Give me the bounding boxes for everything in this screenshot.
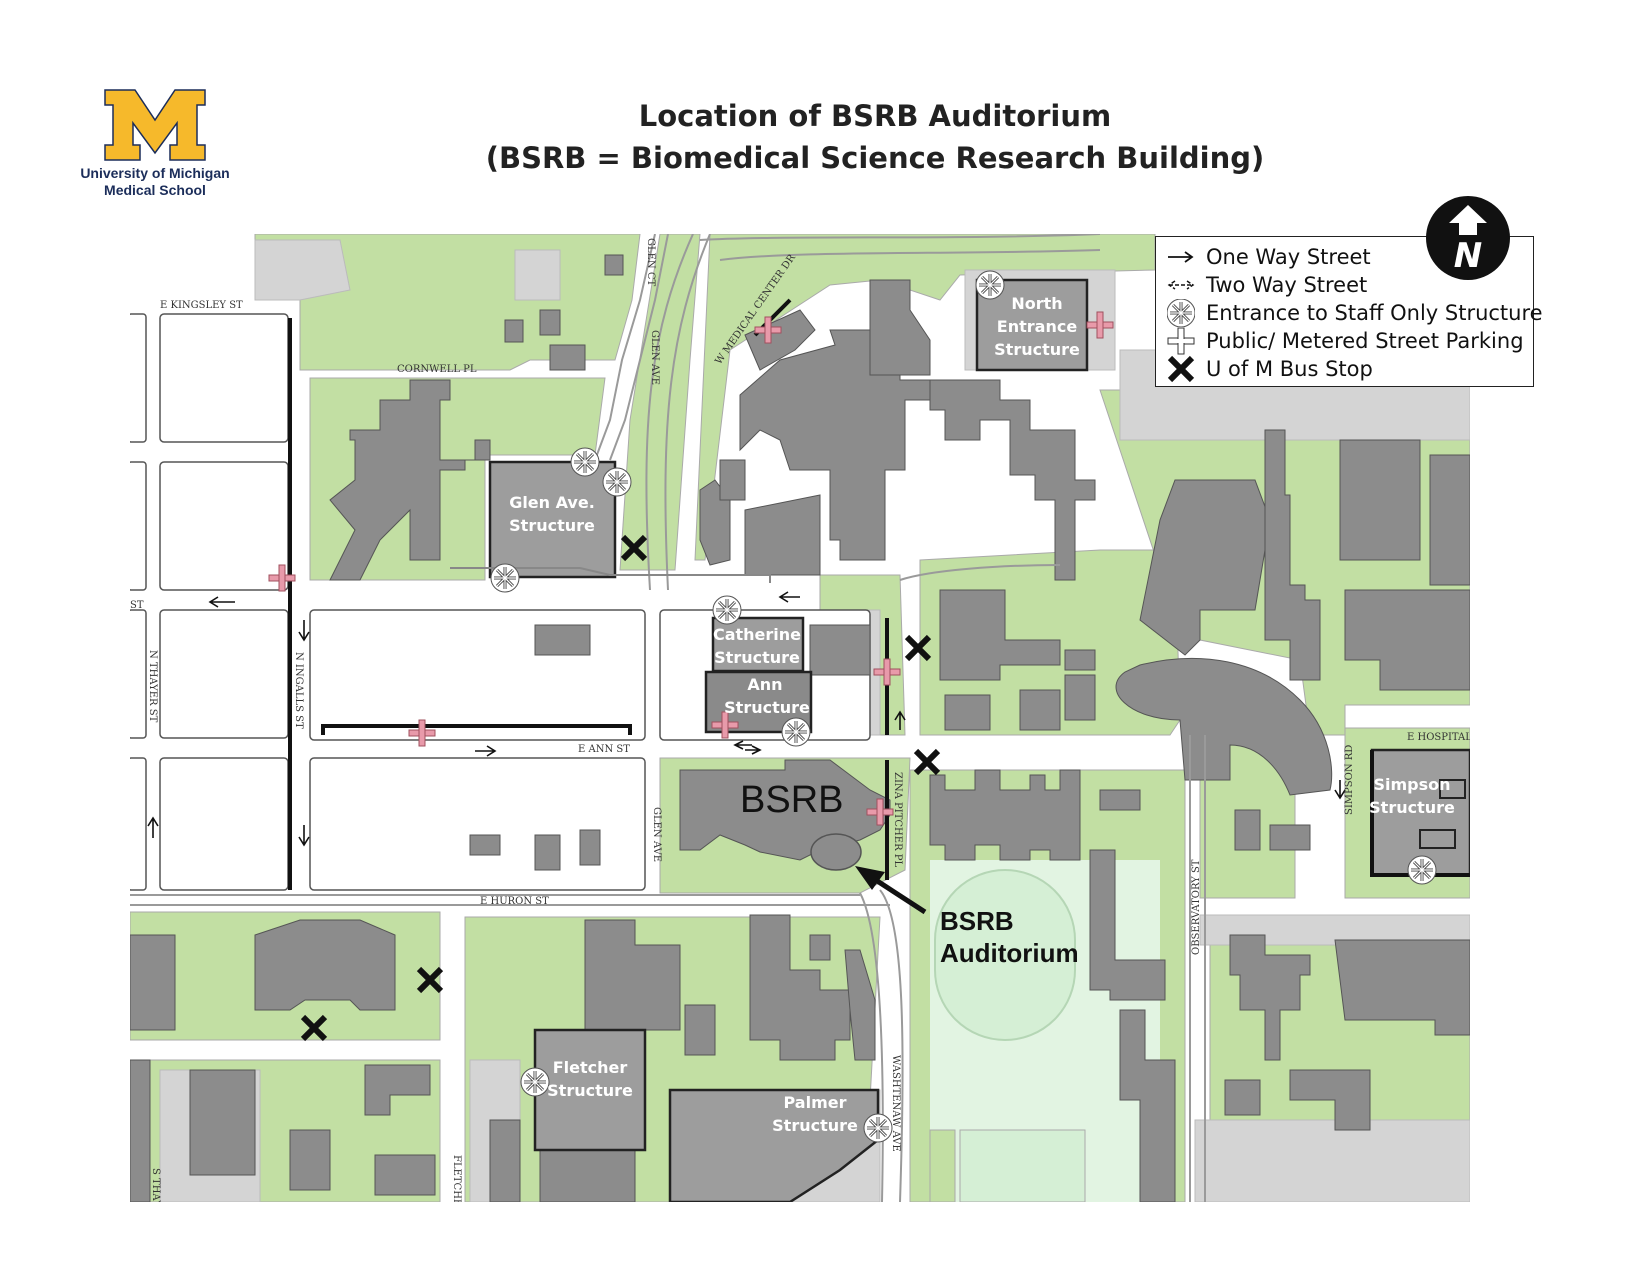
structure-labels: North Entrance Structure Glen Ave. Struc… [509,294,1455,1135]
buildings [130,254,1470,1202]
compass-label: N [1454,236,1482,276]
legend-item-bus-stop: U of M Bus Stop [1166,355,1373,383]
auditorium-label-1: BSRB [940,906,1014,936]
fletcher-label-2: Structure [547,1081,633,1100]
logo-line-1: University of Michigan [80,165,230,181]
street-label-zina: ZINA PITCHER PL [892,772,903,868]
staff-entrance-icon [1166,299,1196,327]
ann-label-1: Ann [747,675,782,694]
legend-item-staff-entrance: Entrance to Staff Only Structure [1166,299,1543,327]
catherine-structure [711,616,805,673]
legend-item-one-way: One Way Street [1166,243,1371,271]
logo-line-2: Medical School [104,182,206,198]
legend-label-bus-stop: U of M Bus Stop [1206,357,1373,381]
glen-ave-structure [488,460,617,579]
street-label-glen-ct: GLEN CT [645,238,656,287]
legend-label-staff-entrance: Entrance to Staff Only Structure [1206,301,1543,325]
street-label-ingalls: N INGALLS ST [293,652,304,729]
city-blocks [130,313,871,891]
direction-arrows [147,591,1346,847]
north-entrance-label-1: North [1011,294,1062,313]
parking-cross-icon [1166,327,1196,355]
street-label-thayer-n: N THAYER ST [147,650,158,723]
fletcher-label-1: Fletcher [553,1058,628,1077]
street-label-glen-ave-south: GLEN AVE [651,807,662,862]
street-label-huron: E HURON ST [480,896,549,907]
map-title: Location of BSRB Auditorium (BSRB = Biom… [440,95,1310,179]
street-label-thayer-s: S THAY [150,1168,161,1207]
north-arrow-icon: N [1426,196,1510,280]
catherine-label-2: Structure [714,648,800,667]
legend-item-parking: Public/ Metered Street Parking [1166,327,1524,355]
street-label-ann: E ANN ST [578,744,630,755]
one-way-arrow-icon [1166,245,1196,269]
palmer-label-1: Palmer [784,1093,847,1112]
fletcher-structure [533,1028,647,1152]
street-label-cornwell: CORNWELL PL [397,364,477,375]
road-edges [130,234,1206,1202]
street-label-simpson-rd: SIMPSON RD [1344,745,1355,815]
catherine-label-1: Catherine [713,625,801,644]
bus-stop-x-icon [1166,357,1196,381]
street-label-st-fragment: ST [130,600,144,611]
street-label-hospital: E HOSPITAL D [1407,732,1483,743]
map-legend: One Way Street Two Way Street Entrance t… [1155,236,1543,387]
street-label-observatory: OBSERVATORY ST [1191,859,1202,955]
auditorium-shape [810,833,862,871]
title-line-1: Location of BSRB Auditorium [638,99,1112,133]
simpson-structure [1370,748,1470,877]
two-way-arrow-icon [1166,273,1196,297]
north-entrance-label-2: Entrance [997,317,1078,336]
legend-label-one-way: One Way Street [1206,245,1371,269]
ann-label-2: Structure [724,698,810,717]
palmer-label-2: Structure [772,1116,858,1135]
north-entrance-structure [975,278,1089,372]
street-label-washtenaw: WASHTENAW AVE [890,1055,901,1152]
glen-ave-label-1: Glen Ave. [509,493,595,512]
auditorium-pointer-arrow [855,866,927,915]
auditorium-label-2: Auditorium [940,938,1079,968]
legend-label-parking: Public/ Metered Street Parking [1206,329,1524,353]
north-entrance-label-3: Structure [994,340,1080,359]
simpson-label-1: Simpson [1373,775,1450,794]
legend-item-two-way: Two Way Street [1166,271,1367,299]
street-label-kingsley: E KINGSLEY ST [160,300,243,311]
block-m-icon [104,89,206,161]
university-logo: University of Michigan Medical School [75,85,235,199]
bsrb-label: BSRB [740,779,843,821]
palmer-structure [668,1088,880,1202]
street-label-glen-ave-north: GLEN AVE [649,330,660,385]
simpson-label-2: Structure [1369,798,1455,817]
glen-ave-label-2: Structure [509,516,595,535]
title-line-2: (BSRB = Biomedical Science Research Buil… [485,141,1265,175]
legend-label-two-way: Two Way Street [1206,273,1368,297]
street-label-fletcher: FLETCHER [451,1155,462,1214]
